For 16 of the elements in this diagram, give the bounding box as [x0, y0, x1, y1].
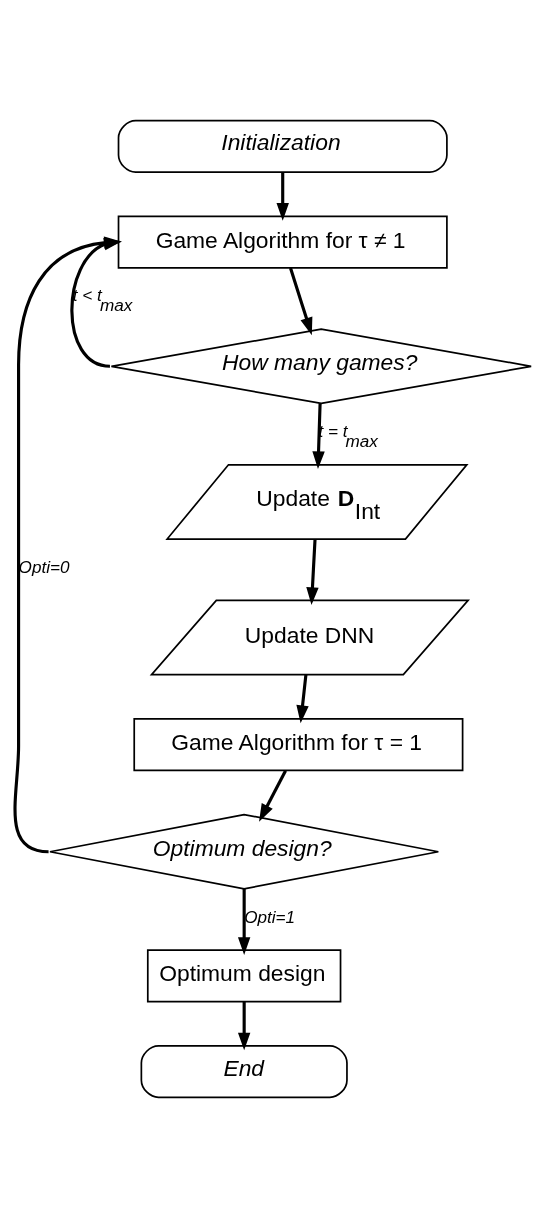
edge-label: Opti=0 — [18, 556, 70, 577]
arrow — [237, 1001, 251, 1050]
node-box: End — [140, 1044, 348, 1098]
arrow — [296, 674, 309, 723]
arrow — [237, 888, 251, 955]
arrow — [289, 267, 313, 335]
node-box: Game Algorithm for τ = 1 — [133, 717, 464, 771]
node-diamond: Optimum design? — [49, 813, 440, 890]
arrow — [306, 539, 319, 605]
arrow — [276, 171, 289, 221]
node-box: Initialization — [117, 119, 448, 173]
node-box: Game Algorithm for τ ≠ 1 — [117, 215, 448, 269]
node-diamond: How many games? — [110, 327, 532, 404]
node-box: Optimum design — [146, 948, 342, 1002]
arrow — [259, 769, 287, 822]
arrow — [312, 402, 325, 469]
